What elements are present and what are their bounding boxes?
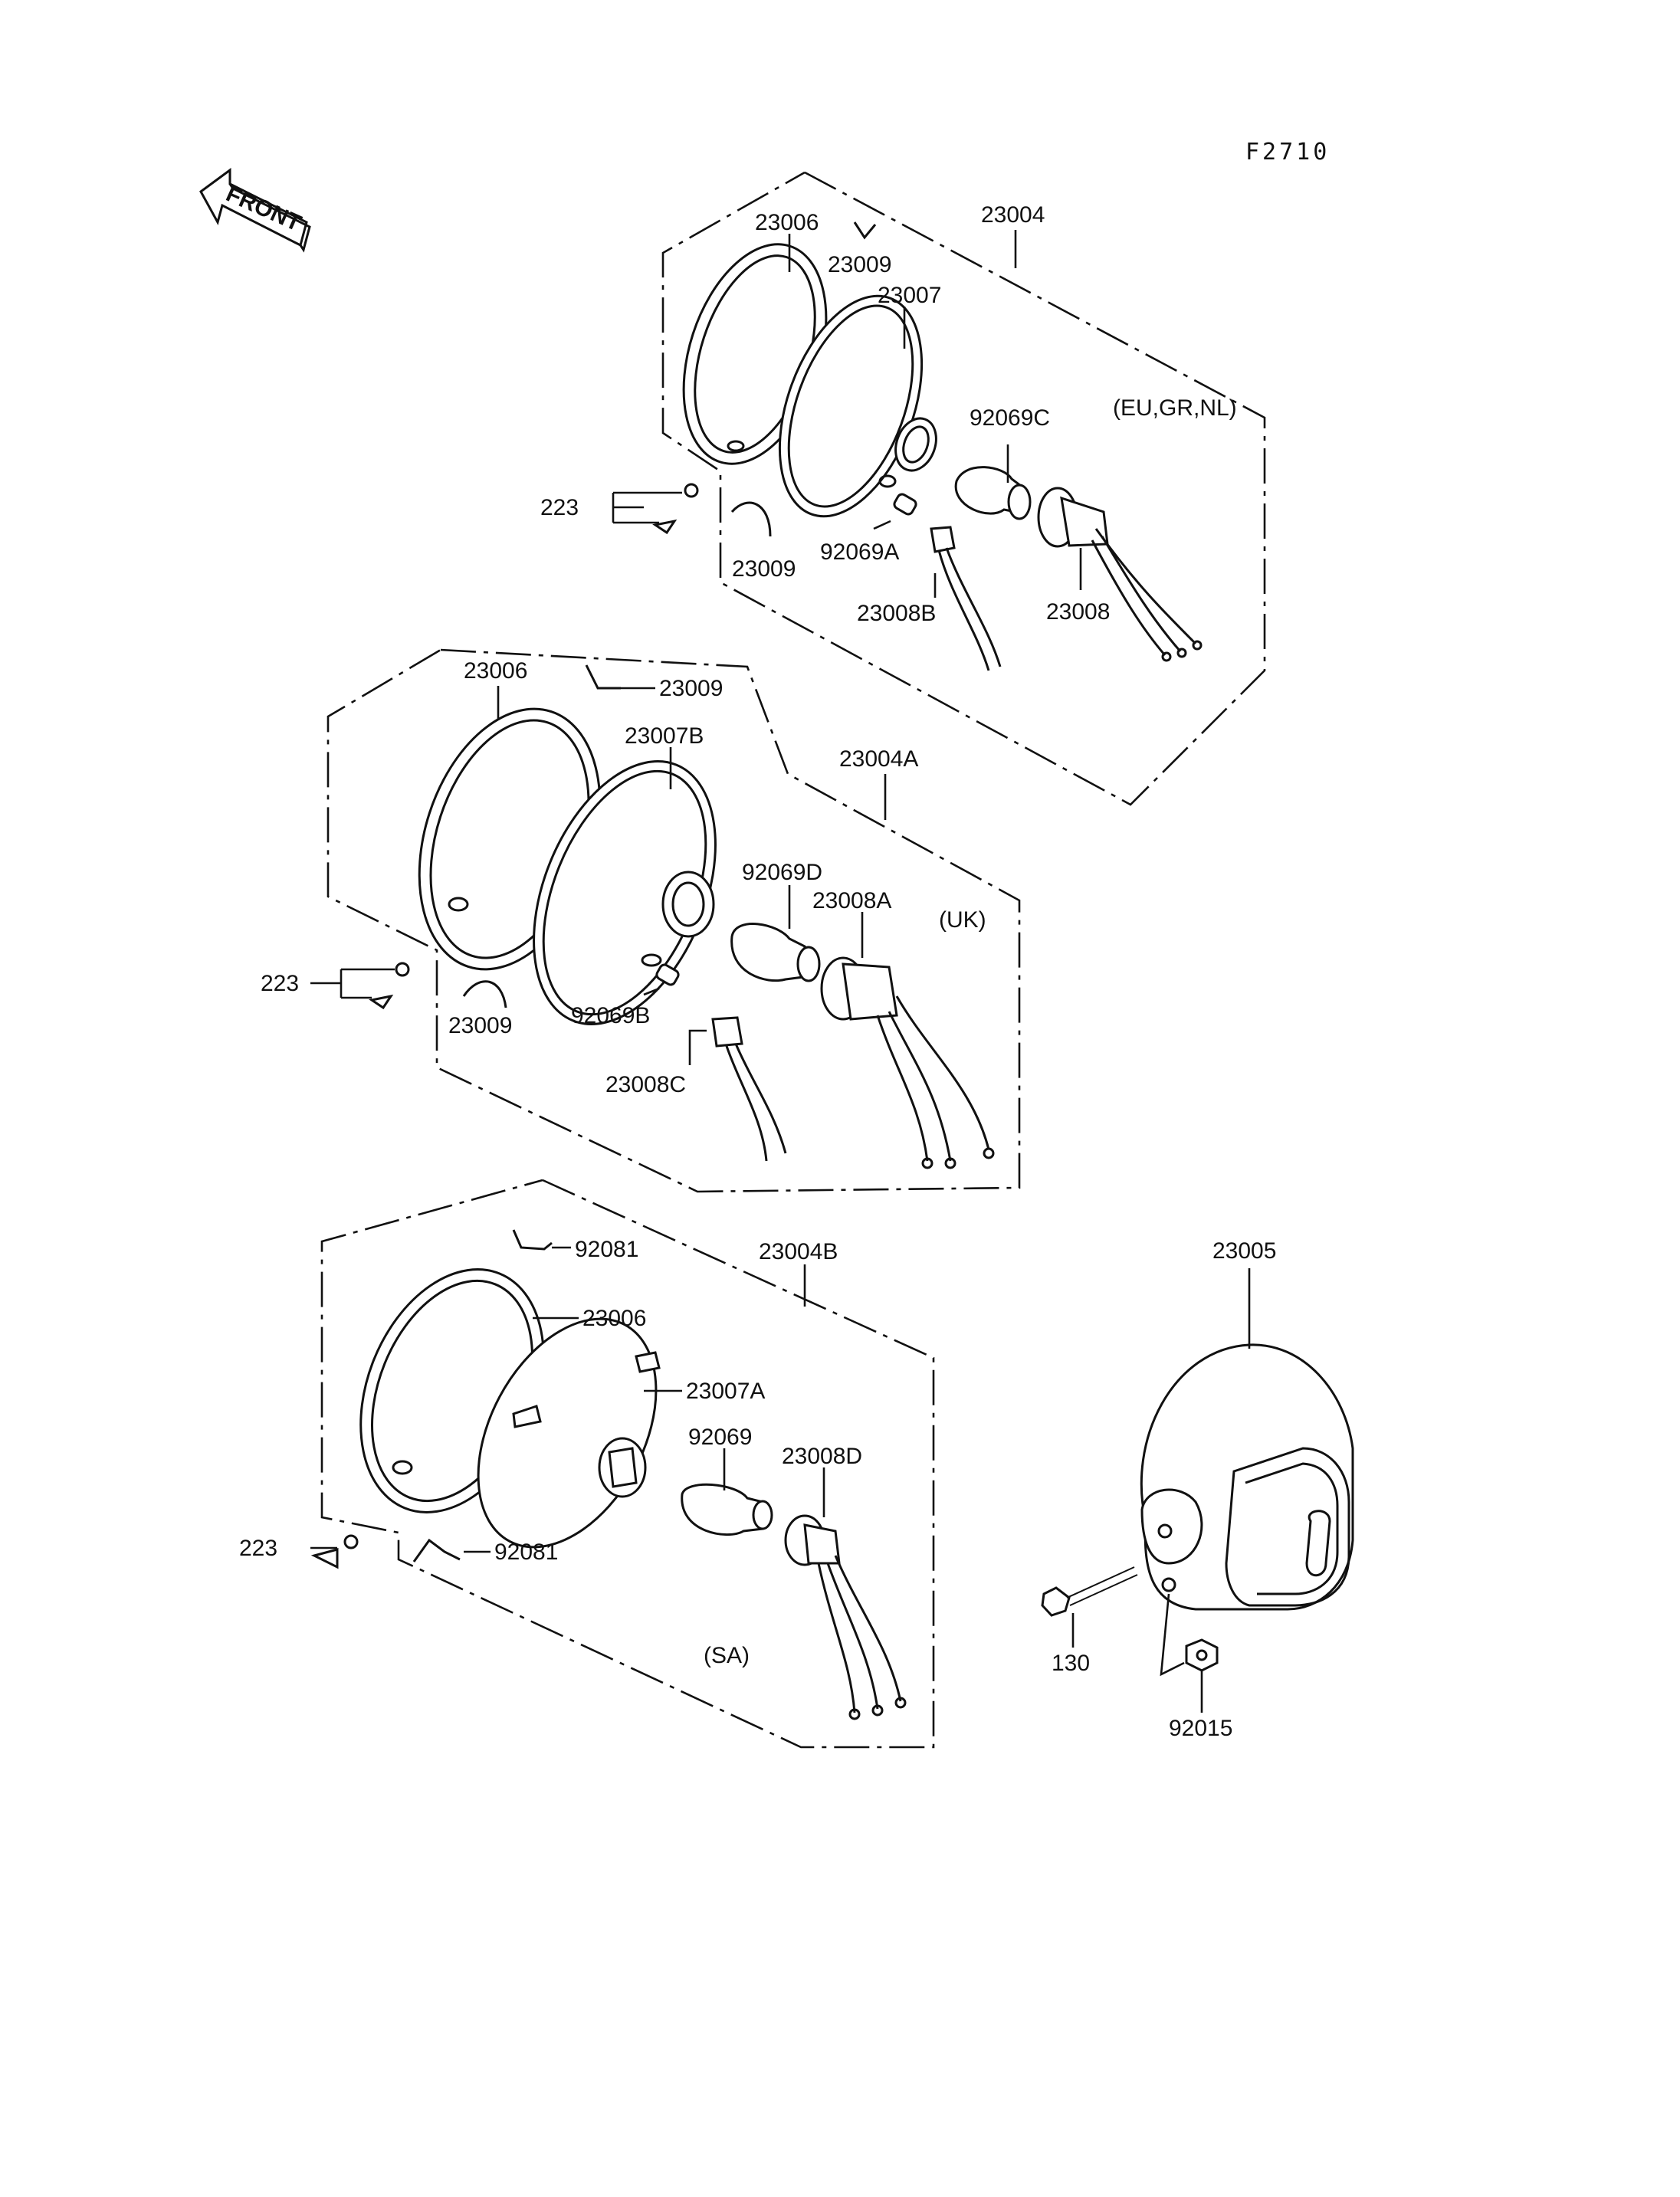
- front-label: FRONT: [222, 181, 305, 236]
- label-23007: 23007: [878, 283, 941, 308]
- label-region-middle: (UK): [939, 907, 986, 933]
- label-23006: 23006: [582, 1306, 646, 1331]
- label-23008d: 23008D: [782, 1444, 862, 1469]
- screw-223: [652, 483, 699, 535]
- unit-23007b: [533, 760, 717, 1025]
- label-23008b: 23008B: [857, 601, 936, 626]
- bulb-92069c: [954, 466, 1032, 520]
- spring-92081-bottom: [412, 1538, 461, 1562]
- label-23004: 23004: [981, 202, 1045, 228]
- nut-92015: [1185, 1638, 1219, 1672]
- bolt-130: [1041, 1566, 1138, 1617]
- socket-23008c: [711, 1016, 787, 1162]
- label-23008c: 23008C: [605, 1072, 686, 1097]
- socket-23008a: [820, 956, 995, 1169]
- label-92015: 92015: [1169, 1716, 1232, 1741]
- group-23004b: 92081 23004B 23006 23007A 92069 23008D 2…: [239, 1179, 935, 1749]
- unit-23007a: [477, 1317, 661, 1549]
- label-23009-bottom: 23009: [732, 556, 796, 582]
- socket-23008: [1037, 487, 1203, 662]
- spring-23009-top: [853, 221, 877, 240]
- label-23008: 23008: [1046, 599, 1110, 625]
- bulb-92069a: [893, 493, 917, 516]
- label-23007b: 23007B: [625, 723, 704, 749]
- label-92069b: 92069B: [571, 1003, 650, 1028]
- unit-23007: [778, 294, 937, 518]
- housing-group: 23005 130 92015: [1041, 1238, 1354, 1741]
- group-23004: 23004 23006 23009 23007 92069C (EU,GR,NL…: [540, 171, 1266, 806]
- label-92069: 92069: [688, 1425, 752, 1450]
- bulb-92069b: [655, 963, 680, 986]
- label-92081-top: 92081: [575, 1237, 638, 1262]
- label-23009-top: 23009: [828, 252, 891, 277]
- spring-92081-top: [512, 1229, 553, 1251]
- label-23007a: 23007A: [686, 1379, 765, 1404]
- label-223-middle: 223: [261, 971, 299, 996]
- label-23004b: 23004B: [759, 1239, 838, 1264]
- label-92069d: 92069D: [742, 860, 822, 885]
- label-region-bottom: (SA): [704, 1643, 750, 1668]
- figure-code: F2710: [1245, 139, 1330, 166]
- label-223-bottom: 223: [239, 1536, 277, 1561]
- label-region-top: (EU,GR,NL): [1113, 395, 1237, 421]
- label-23006: 23006: [464, 658, 527, 684]
- group-23004a: 23006 23009 23007B 23004A 92069D 23008A …: [261, 648, 1021, 1193]
- group-boundary: [326, 648, 1021, 1193]
- label-92081-bottom: 92081: [494, 1540, 558, 1565]
- spring-23009-bottom: [462, 980, 507, 1008]
- spring-23009-top: [585, 664, 621, 690]
- label-23009-bottom: 23009: [448, 1013, 512, 1038]
- label-130: 130: [1052, 1651, 1090, 1676]
- label-23005: 23005: [1212, 1238, 1276, 1264]
- screw-223: [369, 962, 410, 1010]
- group-boundary: [661, 171, 1266, 806]
- housing-23005: [1140, 1343, 1354, 1611]
- screw-223: [310, 1534, 359, 1569]
- label-223-top: 223: [540, 495, 579, 520]
- label-92069c: 92069C: [970, 405, 1050, 431]
- label-23004a: 23004A: [839, 746, 918, 772]
- bulb-92069: [681, 1483, 773, 1536]
- label-23009-top: 23009: [659, 676, 723, 701]
- socket-23008b: [930, 526, 1002, 671]
- bulb-92069d: [730, 923, 821, 982]
- label-23008a: 23008A: [812, 888, 891, 913]
- socket-23008d: [784, 1514, 907, 1720]
- label-23006: 23006: [755, 210, 819, 235]
- group-boundary: [320, 1179, 935, 1749]
- label-92069a: 92069A: [820, 539, 899, 565]
- front-arrow-icon: FRONT: [199, 168, 311, 253]
- spring-23009-bottom: [730, 501, 772, 537]
